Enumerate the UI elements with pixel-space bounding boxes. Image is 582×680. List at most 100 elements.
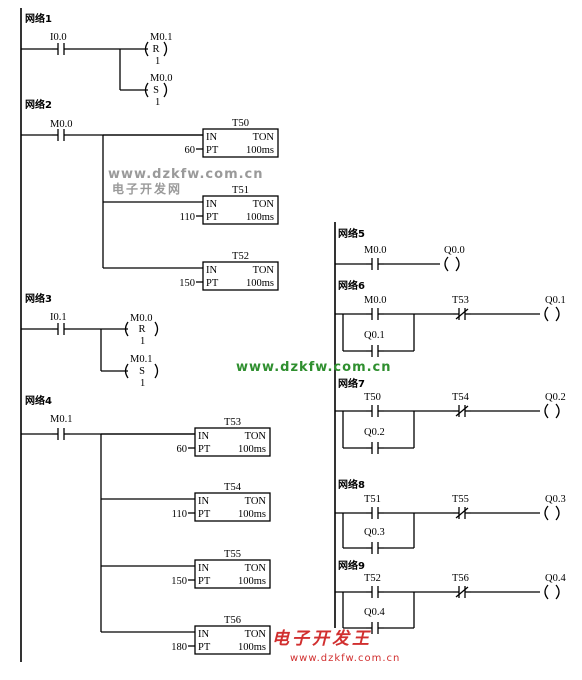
coil-arc bbox=[544, 584, 549, 600]
timer-name: T51 bbox=[232, 185, 249, 196]
coil-op: R bbox=[152, 44, 159, 55]
contact-label: Q0.2 bbox=[364, 427, 385, 438]
coil-arc bbox=[555, 306, 560, 322]
no-contact-symbol bbox=[366, 586, 384, 598]
coil-symbol bbox=[544, 403, 560, 419]
coil-arc bbox=[555, 403, 560, 419]
timer-in-label: IN bbox=[206, 132, 217, 143]
contact-label: M0.0 bbox=[364, 245, 386, 256]
timer-block bbox=[188, 427, 271, 457]
contact-slash bbox=[455, 405, 469, 417]
timer-pt-label: PT bbox=[206, 278, 219, 289]
contact-label: T53 bbox=[452, 295, 469, 306]
timer-box bbox=[194, 427, 271, 457]
network-label: 网络2 bbox=[25, 98, 52, 111]
no-contact-symbol bbox=[366, 258, 384, 270]
contact-label: I0.1 bbox=[50, 312, 67, 323]
timer-name: T50 bbox=[232, 118, 249, 129]
timer-base-label: 100ms bbox=[238, 509, 266, 520]
coil-symbol bbox=[444, 256, 460, 272]
timer-base-label: 100ms bbox=[238, 642, 266, 653]
contact-label: Q0.3 bbox=[364, 527, 385, 538]
contact-label: Q0.1 bbox=[364, 330, 385, 341]
coil-symbol bbox=[544, 306, 560, 322]
coil-label: Q0.3 bbox=[545, 494, 566, 505]
timer-in-label: IN bbox=[198, 563, 209, 574]
timer-name: T53 bbox=[224, 417, 241, 428]
coil-count: 1 bbox=[140, 336, 145, 347]
coil-symbol bbox=[544, 584, 560, 600]
coil-label: M0.0 bbox=[130, 313, 152, 324]
timer-box bbox=[194, 559, 271, 589]
timer-name: T55 bbox=[224, 549, 241, 560]
nc-contact-symbol bbox=[453, 308, 471, 320]
watermark-site-gray: www.dzkfw.com.cn bbox=[108, 167, 264, 182]
coil-op: R bbox=[138, 324, 145, 335]
timer-block bbox=[196, 261, 279, 291]
coil-arc bbox=[544, 306, 549, 322]
coil-count: 1 bbox=[155, 97, 160, 108]
nc-contact-symbol bbox=[453, 405, 471, 417]
network-label: 网络8 bbox=[338, 478, 365, 491]
timer-pt-label: PT bbox=[198, 444, 211, 455]
network-label: 网络9 bbox=[338, 559, 365, 572]
no-contact-symbol bbox=[52, 323, 70, 335]
timer-pt-label: PT bbox=[198, 642, 211, 653]
timer-pt-label: PT bbox=[206, 212, 219, 223]
timer-box bbox=[202, 195, 279, 225]
timer-block bbox=[196, 128, 279, 158]
coil-arc bbox=[444, 256, 449, 272]
coil-arc bbox=[544, 505, 549, 521]
timer-pt-label: PT bbox=[198, 576, 211, 587]
timer-pt-label: PT bbox=[206, 145, 219, 156]
network-label: 网络5 bbox=[338, 227, 365, 240]
timer-box bbox=[194, 625, 271, 655]
watermark-site-red: www.dzkfw.com.cn bbox=[290, 653, 400, 664]
coil-arc bbox=[555, 505, 560, 521]
network-label: 网络6 bbox=[338, 279, 365, 292]
coil-arc bbox=[124, 321, 129, 337]
no-contact-symbol bbox=[366, 622, 384, 634]
timer-in-label: IN bbox=[198, 629, 209, 640]
timer-base-label: 100ms bbox=[246, 145, 274, 156]
coil-arc bbox=[544, 403, 549, 419]
timer-box bbox=[202, 128, 279, 158]
coil-arc bbox=[154, 321, 159, 337]
timer-in-label: IN bbox=[198, 496, 209, 507]
nc-contact-symbol bbox=[453, 586, 471, 598]
timer-block bbox=[188, 492, 271, 522]
contact-label: Q0.4 bbox=[364, 607, 385, 618]
contact-label: T50 bbox=[364, 392, 381, 403]
timer-box bbox=[194, 492, 271, 522]
watermark-name-gray: 电子开发网 bbox=[112, 181, 182, 196]
watermark-name-red: 电子开发王 bbox=[272, 629, 372, 649]
watermarks: www.dzkfw.com.cn 电子开发网 www.dzkfw.com.cn … bbox=[108, 167, 400, 664]
no-contact-symbol bbox=[366, 542, 384, 554]
contact-slash bbox=[455, 308, 469, 320]
coil-label: Q0.4 bbox=[545, 573, 566, 584]
timer-base-label: 100ms bbox=[246, 278, 274, 289]
timer-preset: 110 bbox=[180, 212, 195, 223]
timer-name: T54 bbox=[224, 482, 242, 493]
network-label: 网络4 bbox=[25, 394, 52, 407]
timer-preset: 150 bbox=[171, 576, 187, 587]
timer-type-label: TON bbox=[245, 431, 267, 442]
coil-label: M0.0 bbox=[150, 73, 172, 84]
contact-label: M0.1 bbox=[50, 414, 72, 425]
coil-arc bbox=[555, 584, 560, 600]
timer-pt-label: PT bbox=[198, 509, 211, 520]
coil-label: Q0.2 bbox=[545, 392, 566, 403]
timer-type-label: TON bbox=[245, 563, 267, 574]
coil-label: Q0.1 bbox=[545, 295, 566, 306]
timer-type-label: TON bbox=[245, 496, 267, 507]
contact-label: T55 bbox=[452, 494, 469, 505]
coil-symbol bbox=[544, 505, 560, 521]
timer-in-label: IN bbox=[206, 199, 217, 210]
coil-count: 1 bbox=[140, 378, 145, 389]
timer-name: T56 bbox=[224, 615, 241, 626]
network-label: 网络3 bbox=[25, 292, 52, 305]
coil-arc bbox=[154, 363, 159, 379]
timer-type-label: TON bbox=[253, 132, 275, 143]
timer-type-label: TON bbox=[245, 629, 267, 640]
